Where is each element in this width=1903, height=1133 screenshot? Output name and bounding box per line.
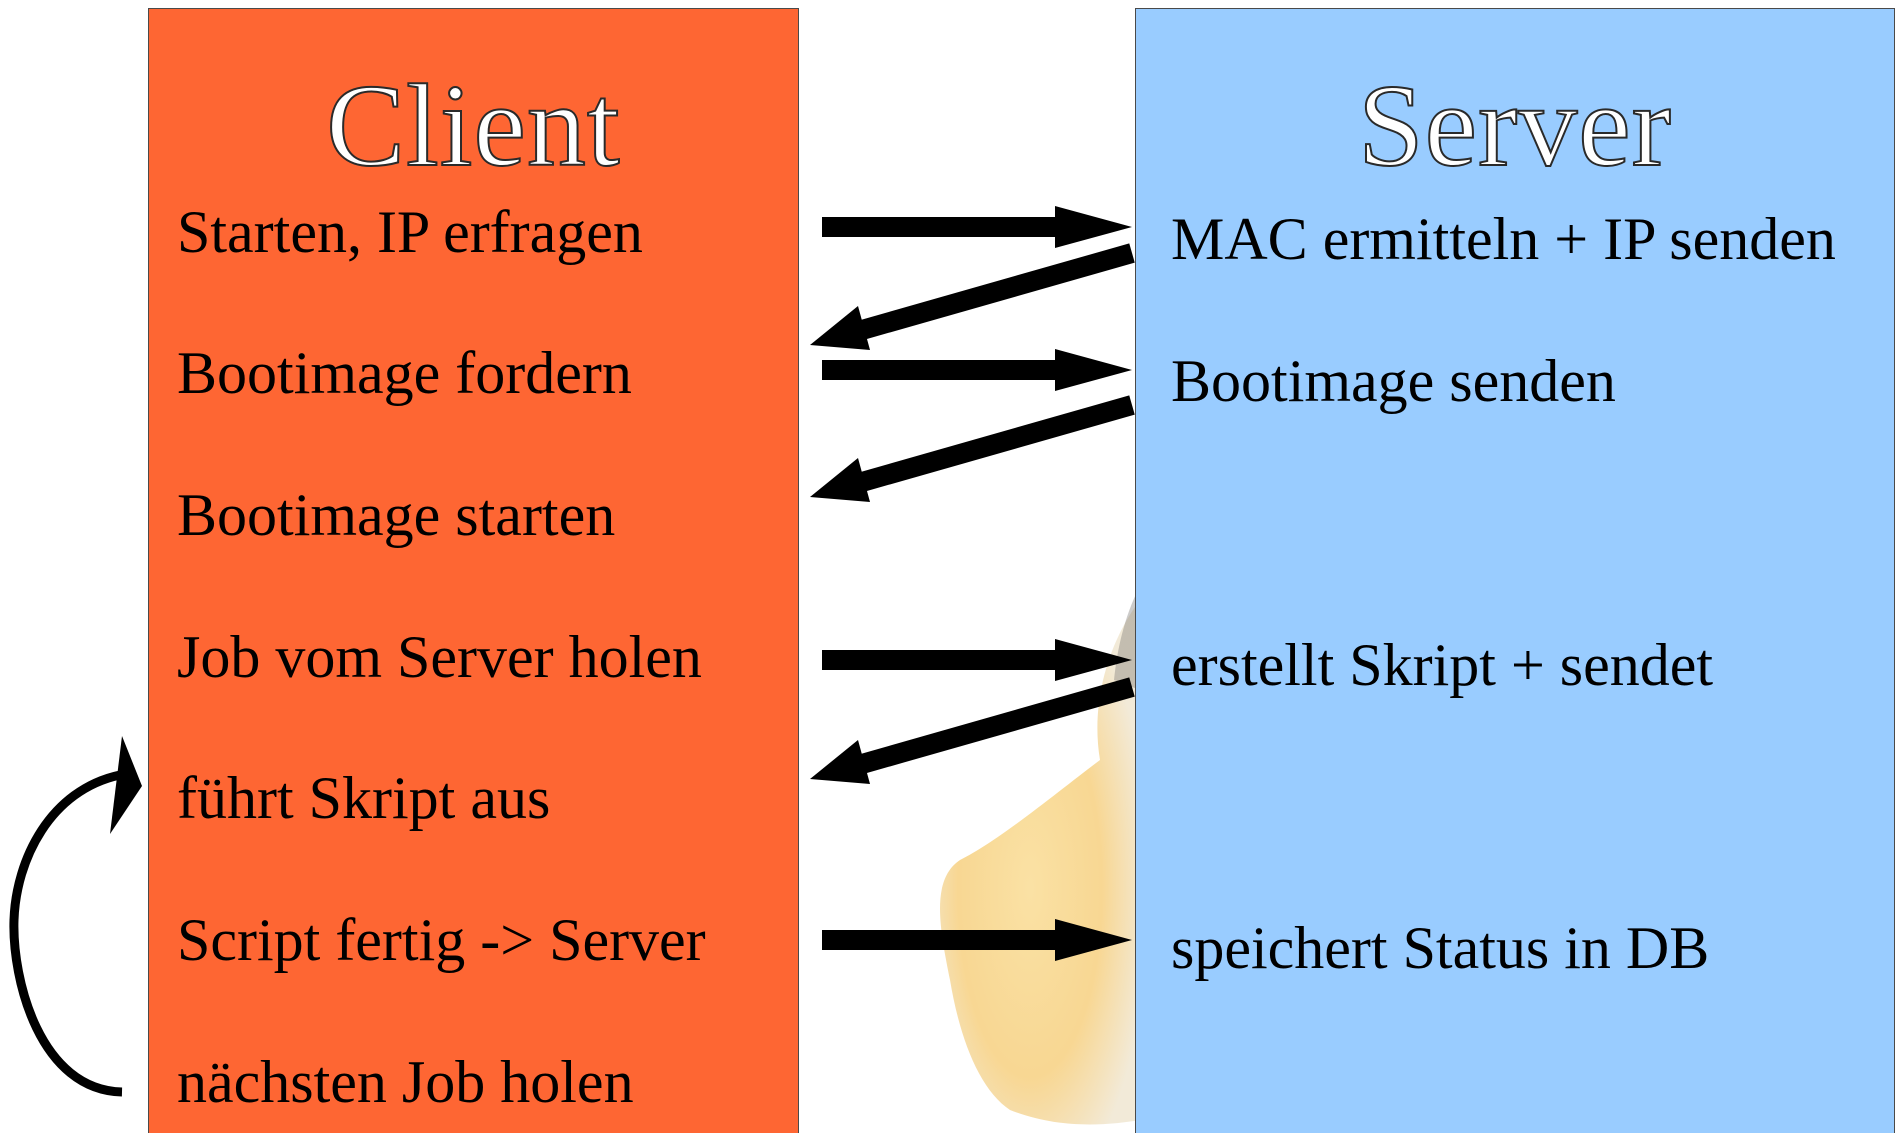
- client-step-script-done: Script fertig -> Server: [177, 907, 706, 973]
- client-step-fetch-job: Job vom Server holen: [177, 624, 702, 690]
- server-step-mac-ip: MAC ermitteln + IP senden: [1171, 206, 1836, 272]
- client-step-start: Starten, IP erfragen: [177, 199, 643, 265]
- client-panel: Client Starten, IP erfragen Bootimage fo…: [148, 8, 799, 1133]
- client-title: Client: [325, 60, 621, 191]
- client-step-request-bootimage: Bootimage fordern: [177, 340, 632, 406]
- client-step-run-script: führt Skript aus: [177, 765, 551, 831]
- server-title: Server: [1357, 60, 1672, 191]
- server-step-create-script: erstellt Skript + sendet: [1171, 632, 1714, 698]
- client-step-next-job: nächsten Job holen: [177, 1049, 634, 1115]
- server-step-send-bootimage: Bootimage senden: [1171, 348, 1616, 414]
- server-panel: Server MAC ermitteln + IP senden Bootima…: [1135, 8, 1895, 1133]
- server-step-store-status: speichert Status in DB: [1171, 915, 1710, 981]
- client-step-start-bootimage: Bootimage starten: [177, 482, 616, 548]
